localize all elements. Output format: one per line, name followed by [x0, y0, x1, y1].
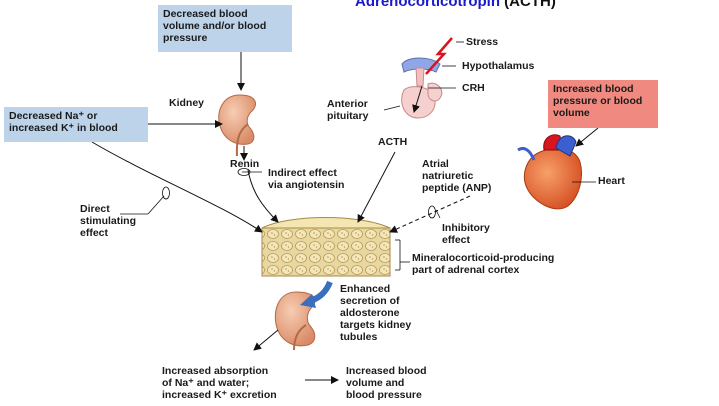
kidney-label: Kidney — [169, 97, 205, 109]
crh-label: CRH — [462, 82, 485, 94]
arrow-anp-inhibitory — [389, 195, 471, 233]
heart-label: Heart — [598, 175, 625, 187]
enhanced-secretion-label: Enhanced secretion of aldosterone target… — [340, 283, 412, 343]
indirect-effect-label: Indirect effect via angiotensin — [268, 167, 345, 191]
adrenal-cortex-illustration — [261, 217, 391, 277]
title-paren: (ACTH) — [504, 0, 556, 10]
adrenal-cortex-label: Mineralocorticoid-producing part of adre… — [412, 252, 555, 276]
arrow-hypothalamus-to-pituitary — [412, 85, 423, 113]
acth-label: ACTH — [378, 136, 408, 148]
title-main: Adrenocorticotropin — [355, 0, 500, 10]
arrow-kidney-to-absorption — [253, 329, 279, 351]
stress-label: Stress — [466, 36, 499, 48]
arrow-bp-to-heart — [575, 127, 599, 147]
arrow-sodium-to-adrenal — [91, 141, 263, 233]
inhibitory-effect-label: Inhibitory effect — [442, 222, 490, 246]
pituitary-illustration — [401, 37, 453, 119]
hypothalamus-label: Hypothalamus — [462, 60, 535, 72]
increased-bp-box: Increased blood pressure or blood volume — [548, 80, 658, 128]
decreased-blood-volume-box: Decreased blood volume and/or blood pres… — [158, 5, 292, 52]
direct-effect-label: Direct stimulating effect — [80, 203, 137, 239]
renin-label: Renin — [230, 158, 260, 170]
increased-absorption-label: Increased absorption of Na⁺ and water; i… — [162, 365, 277, 401]
heart-illustration — [517, 134, 582, 210]
increased-blood-volume-label: Increased blood volume and blood pressur… — [346, 365, 427, 401]
decreased-sodium-box: Decreased Na⁺ or increased K⁺ in blood — [4, 107, 148, 142]
arrow-acth-to-adrenal — [357, 151, 396, 223]
kidney-top-illustration — [218, 94, 256, 157]
diagram-title: Adrenocorticotropin (ACTH) — [355, 0, 556, 10]
arrow-renin-to-adrenal — [247, 169, 279, 223]
anp-label: Atrial natriuretic peptide (ANP) — [422, 158, 492, 194]
anterior-pituitary-label: Anterior pituitary — [327, 98, 369, 122]
